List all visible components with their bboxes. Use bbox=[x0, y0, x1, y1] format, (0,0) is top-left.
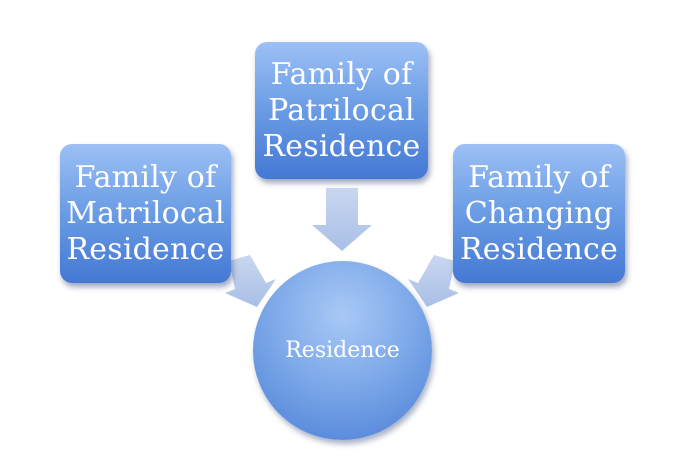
changing-family-label: Family of Changing Residence bbox=[460, 159, 618, 267]
arrow-top bbox=[312, 188, 372, 251]
changing-family-box: Family of Changing Residence bbox=[453, 144, 625, 283]
residence-circle: Residence bbox=[253, 261, 432, 440]
arrow-right bbox=[408, 255, 459, 307]
matrilocal-family-label: Family of Matrilocal Residence bbox=[66, 159, 225, 267]
patrilocal-family-box: Family of Patrilocal Residence bbox=[255, 42, 428, 179]
residence-label: Residence bbox=[285, 338, 400, 363]
arrow-left bbox=[225, 255, 276, 307]
patrilocal-family-label: Family of Patrilocal Residence bbox=[262, 56, 421, 164]
matrilocal-family-box: Family of Matrilocal Residence bbox=[60, 144, 231, 283]
